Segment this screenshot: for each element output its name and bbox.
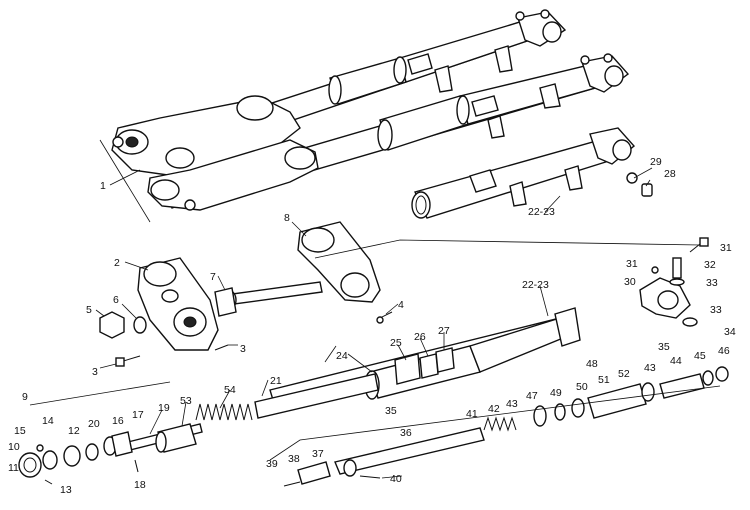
exploded-fork-leg — [18, 237, 729, 487]
callout-9: 9 — [22, 391, 28, 403]
callout-7: 7 — [210, 271, 216, 283]
callout-43a: 43 — [506, 398, 518, 410]
callout-36: 36 — [400, 427, 412, 439]
callout-29: 29 — [650, 156, 662, 168]
callout-54: 54 — [224, 384, 236, 396]
callout-31b: 31 — [626, 258, 638, 270]
callout-1: 1 — [100, 180, 106, 192]
middle-components — [99, 221, 393, 367]
callout-10: 10 — [8, 441, 20, 453]
callout-26: 26 — [414, 331, 426, 343]
callout-17: 17 — [132, 409, 144, 421]
callout-38: 38 — [288, 453, 300, 465]
callout-50: 50 — [576, 381, 588, 393]
tube-21 — [254, 373, 379, 419]
callout-27: 27 — [438, 325, 450, 337]
callout-42: 42 — [488, 403, 500, 415]
washer-6 — [133, 316, 147, 334]
callout-22-23-bottom: 22-23 — [522, 279, 549, 291]
callout-33a: 33 — [706, 277, 718, 289]
callout-12: 12 — [68, 425, 80, 437]
callout-48: 48 — [586, 358, 598, 370]
callout-35-top: 35 — [658, 341, 670, 353]
callout-49: 49 — [550, 387, 562, 399]
callout-21: 21 — [270, 375, 282, 387]
callout-labels: 1 2 3 3 4 5 6 7 8 9 10 11 12 13 14 15 16… — [8, 156, 736, 496]
callout-35-bottom: 35 — [385, 405, 397, 417]
callout-52: 52 — [618, 368, 630, 380]
lower-clamp-8 — [297, 221, 381, 303]
callout-2: 2 — [114, 257, 120, 269]
callout-3a: 3 — [92, 366, 98, 378]
callout-14: 14 — [42, 415, 54, 427]
fork-slider-detached — [411, 127, 653, 219]
callout-8: 8 — [284, 212, 290, 224]
callout-25: 25 — [390, 337, 402, 349]
bolt-4 — [376, 311, 393, 324]
damper-tube-19 — [127, 423, 203, 453]
steering-stem-7 — [214, 281, 323, 317]
callout-11: 11 — [8, 462, 19, 474]
callout-6: 6 — [113, 294, 119, 306]
callout-34: 34 — [724, 326, 736, 338]
upper-triple-clamp — [111, 95, 301, 177]
bolt-3-left — [115, 355, 141, 367]
callout-46: 46 — [718, 345, 730, 357]
callout-39: 39 — [266, 458, 278, 470]
callout-51: 51 — [598, 374, 610, 386]
callout-45: 45 — [694, 350, 706, 362]
upper-clamp-2 — [137, 257, 219, 351]
callout-4: 4 — [398, 299, 404, 311]
callout-20: 20 — [88, 418, 100, 430]
group-brackets — [29, 139, 721, 461]
callout-24: 24 — [336, 350, 348, 362]
callout-37: 37 — [312, 448, 324, 460]
callout-31a: 31 — [720, 242, 732, 254]
bolt-3-right — [214, 344, 229, 351]
spring-54 — [195, 403, 253, 421]
callout-22-23-top: 22-23 — [528, 206, 555, 218]
callout-13: 13 — [60, 484, 72, 496]
callout-15: 15 — [14, 425, 26, 437]
callout-18: 18 — [134, 479, 146, 491]
lower-triple-clamp — [147, 139, 319, 211]
callout-5: 5 — [86, 304, 92, 316]
callout-47: 47 — [526, 390, 538, 402]
callout-41: 41 — [466, 408, 478, 420]
callout-28: 28 — [664, 168, 676, 180]
callout-43b: 43 — [644, 362, 656, 374]
callout-40: 40 — [390, 473, 402, 485]
callout-19: 19 — [158, 402, 170, 414]
callout-30: 30 — [624, 276, 636, 288]
callout-33b: 33 — [710, 304, 722, 316]
cap-assembly — [18, 431, 139, 485]
callout-44: 44 — [670, 355, 682, 367]
callout-53: 53 — [180, 395, 192, 407]
assembled-fork — [111, 9, 653, 219]
callout-32: 32 — [704, 259, 716, 271]
callout-3b: 3 — [240, 343, 246, 355]
nut-5 — [99, 311, 125, 339]
callout-16: 16 — [112, 415, 124, 427]
leader-lines — [95, 167, 653, 479]
